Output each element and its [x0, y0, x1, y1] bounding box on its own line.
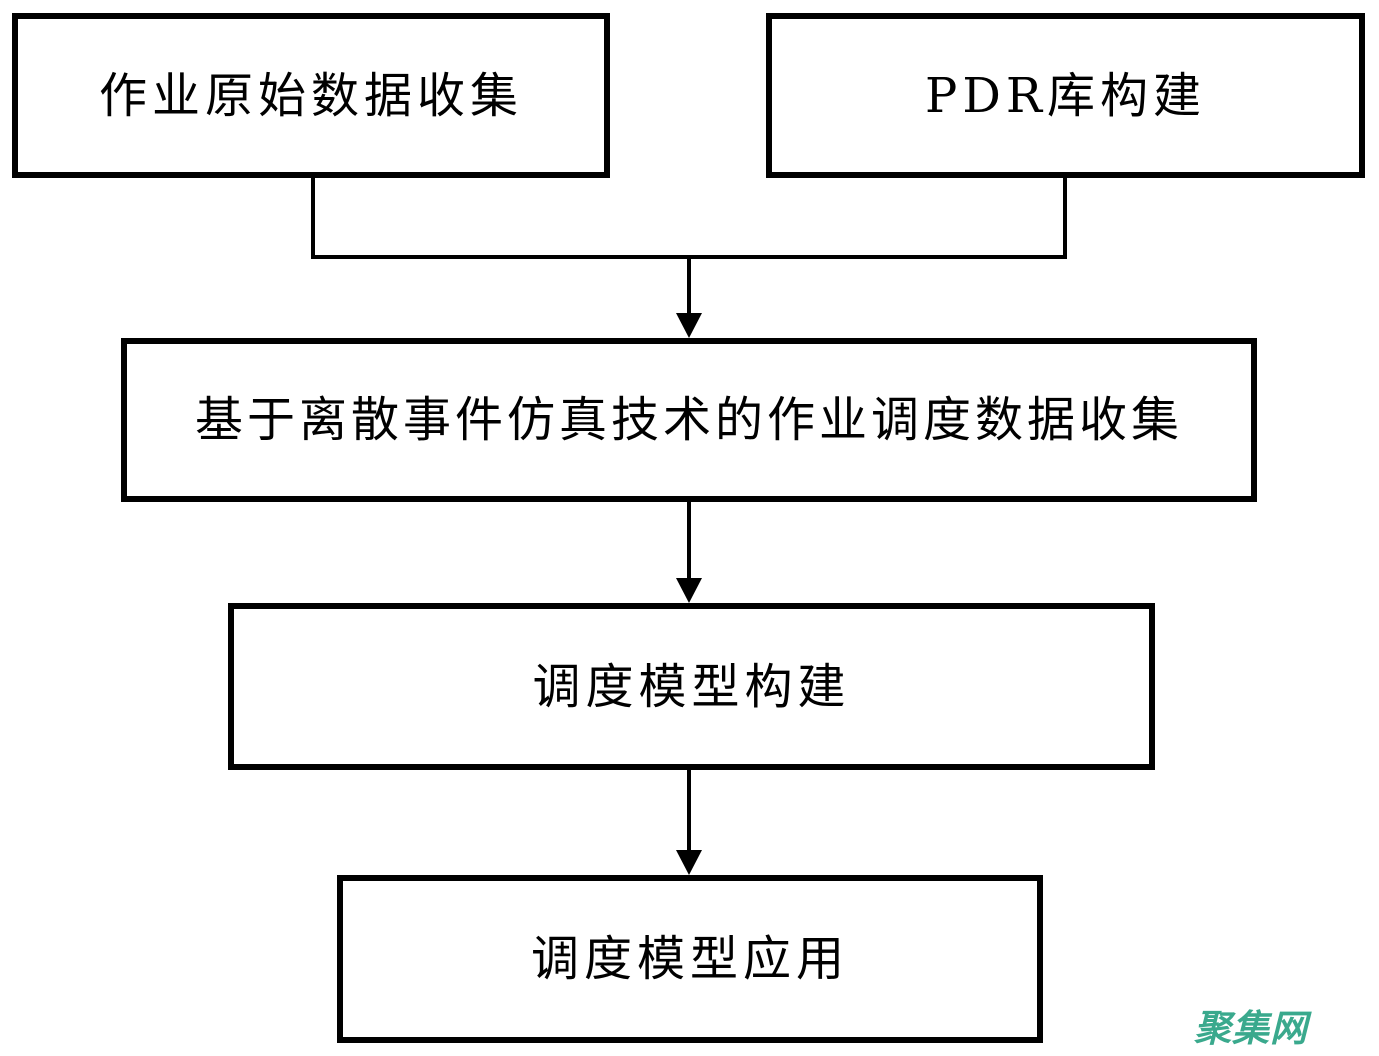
- node-raw-data-collection-label: 作业原始数据收集: [98, 67, 523, 124]
- watermark-logo: 聚集网: [1194, 1007, 1308, 1050]
- node-sim-scheduling-data-label: 基于离散事件仿真技术的作业调度数据收集: [194, 392, 1183, 448]
- connector-sim-to-build: [687, 502, 691, 579]
- node-pdr-library-build: PDR库构建: [766, 13, 1365, 178]
- node-scheduling-model-build: 调度模型构建: [228, 603, 1155, 770]
- connector-raw-data-down: [311, 178, 315, 259]
- node-pdr-library-build-label: PDR库构建: [925, 67, 1206, 124]
- arrowhead-down-icon: [676, 578, 702, 603]
- node-sim-scheduling-data: 基于离散事件仿真技术的作业调度数据收集: [121, 338, 1257, 502]
- connector-build-to-apply: [687, 770, 691, 851]
- connector-merge-line: [311, 255, 1067, 259]
- connector-merge-to-sim: [687, 259, 691, 314]
- node-raw-data-collection: 作业原始数据收集: [12, 13, 610, 178]
- arrowhead-down-icon: [676, 313, 702, 338]
- node-scheduling-model-build-label: 调度模型构建: [532, 658, 851, 715]
- node-scheduling-model-apply-label: 调度模型应用: [530, 931, 849, 987]
- node-scheduling-model-apply: 调度模型应用: [337, 875, 1043, 1043]
- connector-pdr-down: [1063, 178, 1067, 259]
- arrowhead-down-icon: [676, 850, 702, 875]
